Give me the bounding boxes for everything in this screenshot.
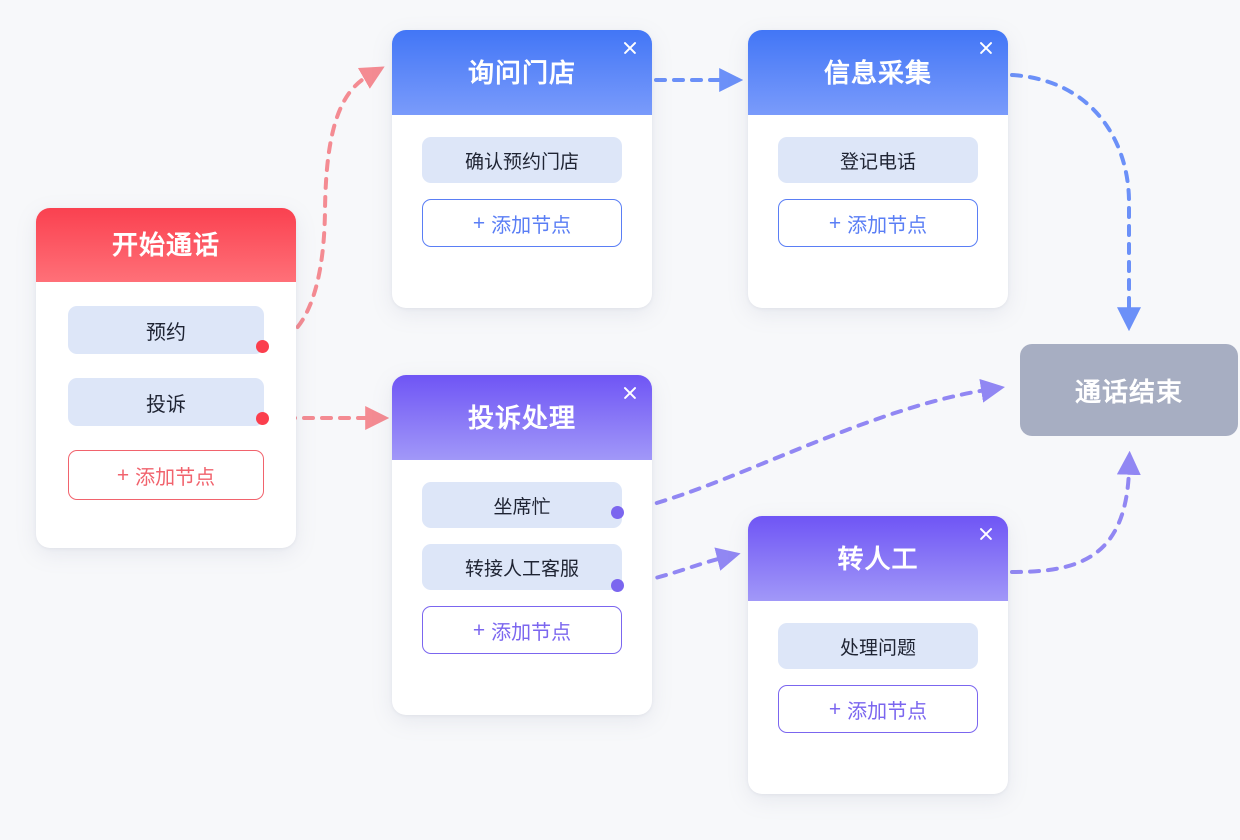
node-complaint-handling-title: 投诉处理 [467, 402, 576, 433]
node-complaint-add-node-label: 添加节点 [491, 621, 572, 644]
node-start-item-appointment-label: 预约 [146, 321, 186, 344]
node-info-collect-item-phone-label: 登记电话 [839, 151, 916, 173]
node-start[interactable]: 开始通话 预约 投诉 + 添加节点 [36, 208, 296, 548]
node-info-collect[interactable]: 信息采集 登记电话 + 添加节点 [748, 30, 1008, 308]
edge-info-to-end [1010, 73, 1141, 332]
edge-human-to-end [1010, 450, 1141, 574]
node-transfer-human-add-node-button[interactable]: + 添加节点 [778, 685, 978, 733]
node-start-title: 开始通话 [111, 230, 220, 260]
node-start-item-appointment[interactable]: 预约 [68, 306, 264, 354]
node-start-body: 预约 投诉 + 添加节点 [36, 282, 296, 526]
node-info-collect-item-phone[interactable]: 登记电话 [778, 137, 978, 183]
close-icon[interactable] [976, 38, 996, 58]
node-info-collect-add-node-button[interactable]: + 添加节点 [778, 199, 978, 247]
node-call-end-title: 通话结束 [1074, 376, 1183, 407]
node-ask-store-add-node-button[interactable]: + 添加节点 [422, 199, 622, 247]
node-info-collect-add-node-label: 添加节点 [847, 214, 928, 237]
plus-icon: + [116, 463, 130, 487]
node-info-collect-title: 信息采集 [823, 57, 932, 88]
node-complaint-item-transfer-agent-label: 转接人工客服 [464, 558, 579, 580]
close-icon[interactable] [976, 524, 996, 544]
node-ask-store-header: 询问门店 [392, 30, 652, 115]
port-start-complaint[interactable] [256, 412, 269, 425]
port-complaint-agent-busy[interactable] [611, 506, 624, 519]
node-ask-store-add-node-label: 添加节点 [491, 214, 572, 237]
node-complaint-item-transfer-agent[interactable]: 转接人工客服 [422, 544, 622, 590]
node-ask-store-item-confirm[interactable]: 确认预约门店 [422, 137, 622, 183]
close-icon[interactable] [620, 383, 640, 403]
node-call-end[interactable]: 通话结束 [1020, 344, 1238, 436]
node-complaint-handling-header: 投诉处理 [392, 375, 652, 460]
plus-icon: + [472, 618, 486, 642]
port-start-appointment[interactable] [256, 340, 269, 353]
edge-agent-busy-to-end [620, 378, 1005, 514]
node-complaint-handling-body: 坐席忙 转接人工客服 + 添加节点 [392, 460, 652, 654]
node-start-item-complaint[interactable]: 投诉 [68, 378, 264, 426]
node-start-item-complaint-label: 投诉 [146, 393, 186, 416]
node-complaint-item-agent-busy[interactable]: 坐席忙 [422, 482, 622, 528]
node-start-add-node-button[interactable]: + 添加节点 [68, 450, 264, 500]
plus-icon: + [828, 697, 842, 721]
node-transfer-human-header: 转人工 [748, 516, 1008, 601]
node-complaint-add-node-button[interactable]: + 添加节点 [422, 606, 622, 654]
node-transfer-human-add-node-label: 添加节点 [847, 700, 928, 723]
plus-icon: + [472, 211, 486, 235]
node-ask-store-title: 询问门店 [467, 57, 576, 88]
node-start-header: 开始通话 [36, 208, 296, 282]
node-info-collect-body: 登记电话 + 添加节点 [748, 115, 1008, 247]
node-start-add-node-label: 添加节点 [135, 466, 216, 489]
node-transfer-human-body: 处理问题 + 添加节点 [748, 601, 1008, 733]
close-icon[interactable] [620, 38, 640, 58]
plus-icon: + [828, 211, 842, 235]
node-complaint-item-agent-busy-label: 坐席忙 [493, 496, 551, 518]
node-ask-store[interactable]: 询问门店 确认预约门店 + 添加节点 [392, 30, 652, 308]
node-transfer-human-item-handle[interactable]: 处理问题 [778, 623, 978, 669]
node-complaint-handling[interactable]: 投诉处理 坐席忙 转接人工客服 + 添加节点 [392, 375, 652, 715]
node-transfer-human-item-handle-label: 处理问题 [839, 637, 916, 659]
node-info-collect-header: 信息采集 [748, 30, 1008, 115]
node-transfer-human-title: 转人工 [837, 543, 919, 574]
node-ask-store-body: 确认预约门店 + 添加节点 [392, 115, 652, 247]
node-ask-store-item-confirm-label: 确认预约门店 [464, 151, 579, 173]
port-complaint-transfer-agent[interactable] [611, 579, 624, 592]
node-transfer-human[interactable]: 转人工 处理问题 + 添加节点 [748, 516, 1008, 794]
